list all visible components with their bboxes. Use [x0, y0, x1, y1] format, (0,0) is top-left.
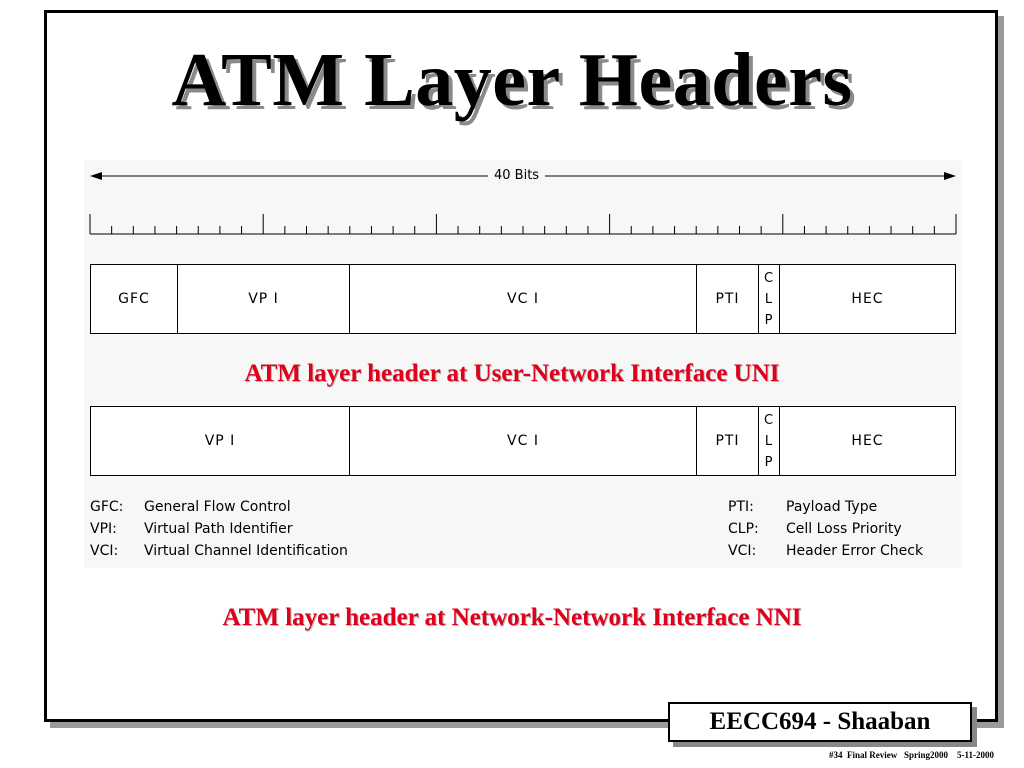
nni-clp-l: L — [764, 433, 774, 449]
legend-desc: Cell Loss Priority — [786, 521, 902, 537]
nni-clp-p: P — [764, 454, 774, 470]
legend-desc: Virtual Channel Identification — [144, 543, 348, 559]
uni-field-clp: C L P — [758, 264, 780, 334]
nni-field-pti: PTI — [696, 406, 759, 476]
legend-item: CLP: Cell Loss Priority — [728, 518, 923, 540]
legend-abbr: CLP: — [728, 521, 759, 537]
slide-title: ATM Layer Headers — [171, 38, 853, 122]
legend-desc: Payload Type — [786, 499, 878, 515]
uni-clp-l: L — [764, 291, 774, 307]
legend-desc: Header Error Check — [786, 543, 924, 559]
legend-right: PTI: Payload Type CLP: Cell Loss Priorit… — [728, 496, 923, 562]
legend-abbr: PTI: — [728, 499, 754, 515]
legend-left: GFC: General Flow Control VPI: Virtual P… — [90, 496, 348, 562]
nni-field-clp: C L P — [758, 406, 780, 476]
legend-abbr: VCI: — [90, 543, 119, 559]
uni-field-vpi: VP I — [177, 264, 350, 334]
nni-field-vpi: VP I — [90, 406, 350, 476]
uni-field-hec: HEC — [779, 264, 956, 334]
footer-course-label: EECC694 - Shaaban — [668, 702, 972, 742]
uni-field-vci: VC I — [349, 264, 697, 334]
legend-abbr: VCI: — [728, 543, 757, 559]
legend-item: VPI: Virtual Path Identifier — [90, 518, 348, 540]
legend-desc: General Flow Control — [144, 499, 291, 515]
nni-field-vci: VC I — [349, 406, 697, 476]
legend-abbr: GFC: — [90, 499, 124, 515]
legend-desc: Virtual Path Identifier — [144, 521, 293, 537]
legend-item: VCI: Virtual Channel Identification — [90, 540, 348, 562]
bits-arrow-left-icon — [90, 172, 102, 180]
uni-clp-p: P — [764, 312, 774, 328]
bits-arrow-right-icon — [944, 172, 956, 180]
uni-caption: ATM layer header at User-Network Interfa… — [244, 360, 780, 387]
nni-field-hec: HEC — [779, 406, 956, 476]
ruler-ticks — [89, 214, 957, 234]
legend-abbr: VPI: — [90, 521, 117, 537]
legend-item: PTI: Payload Type — [728, 496, 923, 518]
footer-note: #34 Final Review Spring2000 5-11-2000 — [828, 750, 994, 760]
uni-clp-c: C — [763, 270, 775, 286]
legend-item: GFC: General Flow Control — [90, 496, 348, 518]
uni-field-gfc: GFC — [90, 264, 178, 334]
nni-clp-c: C — [763, 412, 775, 428]
legend-item: VCI: Header Error Check — [728, 540, 923, 562]
bits-label: 40 Bits — [488, 168, 546, 183]
uni-header-row: GFC VP I VC I PTI C L P HEC — [90, 264, 956, 334]
nni-caption: ATM layer header at Network-Network Inte… — [222, 604, 802, 631]
nni-header-row: VP I VC I PTI C L P HEC — [90, 406, 956, 476]
uni-field-pti: PTI — [696, 264, 759, 334]
